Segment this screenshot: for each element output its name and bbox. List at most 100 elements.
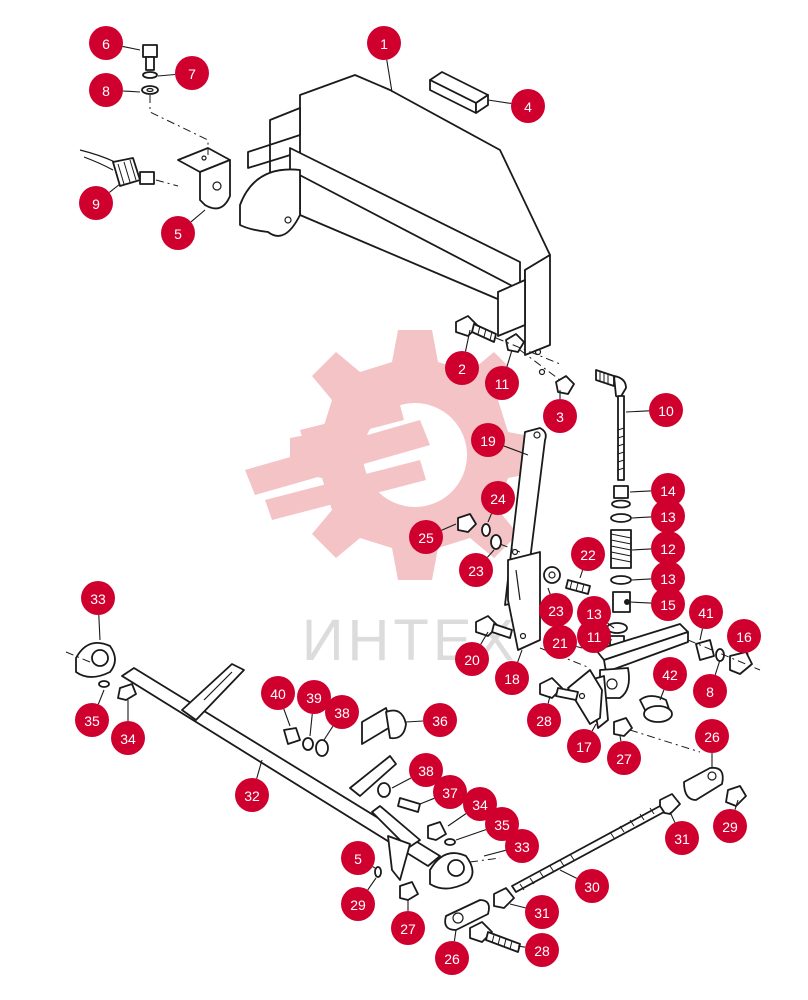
callout-badge	[525, 933, 559, 967]
callout-badge	[485, 366, 519, 400]
callout-number: 7	[188, 66, 196, 82]
callout-number: 35	[494, 817, 510, 833]
callout-number: 35	[84, 713, 100, 729]
callout-6: 6	[89, 26, 141, 60]
callout-36: 36	[405, 703, 457, 737]
callout-number: 11	[495, 376, 510, 392]
callout-badge	[527, 703, 561, 737]
callout-badge	[435, 941, 469, 975]
callout-34: 34	[111, 700, 145, 755]
callout-number: 23	[548, 603, 564, 619]
callout-badge	[409, 520, 443, 554]
callout-number: 31	[534, 905, 550, 921]
callout-leader-line	[631, 578, 652, 581]
callout-leader-line	[464, 329, 471, 352]
screw-stack-top	[141, 44, 209, 155]
callout-28: 28	[527, 695, 561, 737]
mounting-plate	[507, 551, 541, 651]
callout-number: 40	[270, 686, 286, 702]
callout-number: 38	[334, 705, 350, 721]
callout-24: 24	[481, 481, 515, 523]
spring-stack	[610, 485, 632, 613]
bolt-nut-set-bracket	[455, 315, 575, 395]
callout-4: 4	[487, 89, 545, 123]
callout-25: 25	[409, 520, 457, 554]
callout-number: 13	[660, 509, 676, 525]
callout-badge	[261, 676, 295, 710]
callout-number: 31	[674, 831, 690, 847]
callout-badge	[693, 674, 727, 708]
callout-16: 16	[727, 619, 761, 656]
callout-39: 39	[297, 680, 331, 737]
callout-badge	[459, 553, 493, 587]
adjusting-rod	[595, 369, 627, 481]
callout-number: 33	[90, 591, 106, 607]
link-bolt	[475, 615, 513, 639]
callout-leader-line	[487, 99, 512, 105]
rod-end-right	[683, 766, 747, 807]
callout-leader-line	[157, 73, 176, 77]
callout-leader-line	[699, 628, 703, 641]
callout-number: 8	[706, 684, 714, 700]
callout-number: 29	[722, 819, 738, 835]
callout-badge	[433, 775, 467, 809]
callout-23: 23	[539, 587, 573, 627]
callout-badge	[455, 642, 489, 676]
callout-number: 28	[536, 713, 552, 729]
callout-number: 41	[698, 605, 714, 621]
callout-leader-line	[631, 516, 652, 519]
callout-leader-line	[547, 695, 551, 704]
callout-badge	[653, 657, 687, 691]
callout-29: 29	[713, 799, 747, 843]
callout-number: 20	[464, 652, 480, 668]
callout-30: 30	[559, 869, 609, 903]
callout-badge	[79, 186, 113, 220]
callout-9: 9	[79, 183, 121, 220]
callout-number: 26	[444, 951, 460, 967]
callout-3: 3	[543, 390, 577, 433]
callout-leader-line	[503, 445, 529, 456]
callout-number: 11	[587, 629, 602, 645]
callout-leader-line	[122, 45, 141, 51]
callout-leader-line	[629, 490, 652, 493]
callout-badge	[75, 703, 109, 737]
callout-leader-line	[98, 614, 101, 641]
callout-leader-line	[453, 929, 457, 942]
callout-31: 31	[665, 811, 699, 855]
callout-leader-line	[487, 513, 492, 523]
callout-12: 12	[631, 531, 685, 565]
callout-leader-line	[659, 689, 665, 701]
cross-shaft	[121, 663, 441, 881]
callout-badge	[695, 719, 729, 753]
callout-number: 13	[660, 571, 676, 587]
callout-22: 22	[571, 537, 605, 579]
callout-badge	[505, 829, 539, 863]
callout-badge	[409, 753, 443, 787]
flange-bearings	[65, 642, 501, 890]
callout-leader-line	[309, 713, 313, 737]
bracket-bolt	[539, 677, 579, 701]
callout-badge	[341, 887, 375, 921]
callout-number: 25	[418, 530, 434, 546]
callout-number: 10	[658, 403, 674, 419]
callout-number: 32	[244, 788, 260, 804]
callout-number: 37	[442, 785, 458, 801]
callout-leader-line	[506, 349, 513, 367]
callout-leader-line	[547, 587, 551, 595]
callout-badge	[689, 595, 723, 629]
callout-badge	[423, 703, 457, 737]
callout-badge	[543, 625, 577, 659]
callout-badge	[463, 787, 497, 821]
callout-badge	[89, 26, 123, 60]
washers-left	[457, 513, 521, 553]
callout-number: 34	[472, 797, 488, 813]
callout-number: 19	[480, 433, 496, 449]
callout-number: 24	[490, 491, 506, 507]
callout-number: 23	[468, 563, 484, 579]
callout-badge	[539, 593, 573, 627]
callout-leader-line	[323, 726, 334, 741]
callout-leader-line	[108, 183, 121, 193]
link-hardware-bottom	[374, 866, 419, 901]
callout-42: 42	[653, 657, 687, 701]
callout-38: 38	[323, 695, 359, 741]
